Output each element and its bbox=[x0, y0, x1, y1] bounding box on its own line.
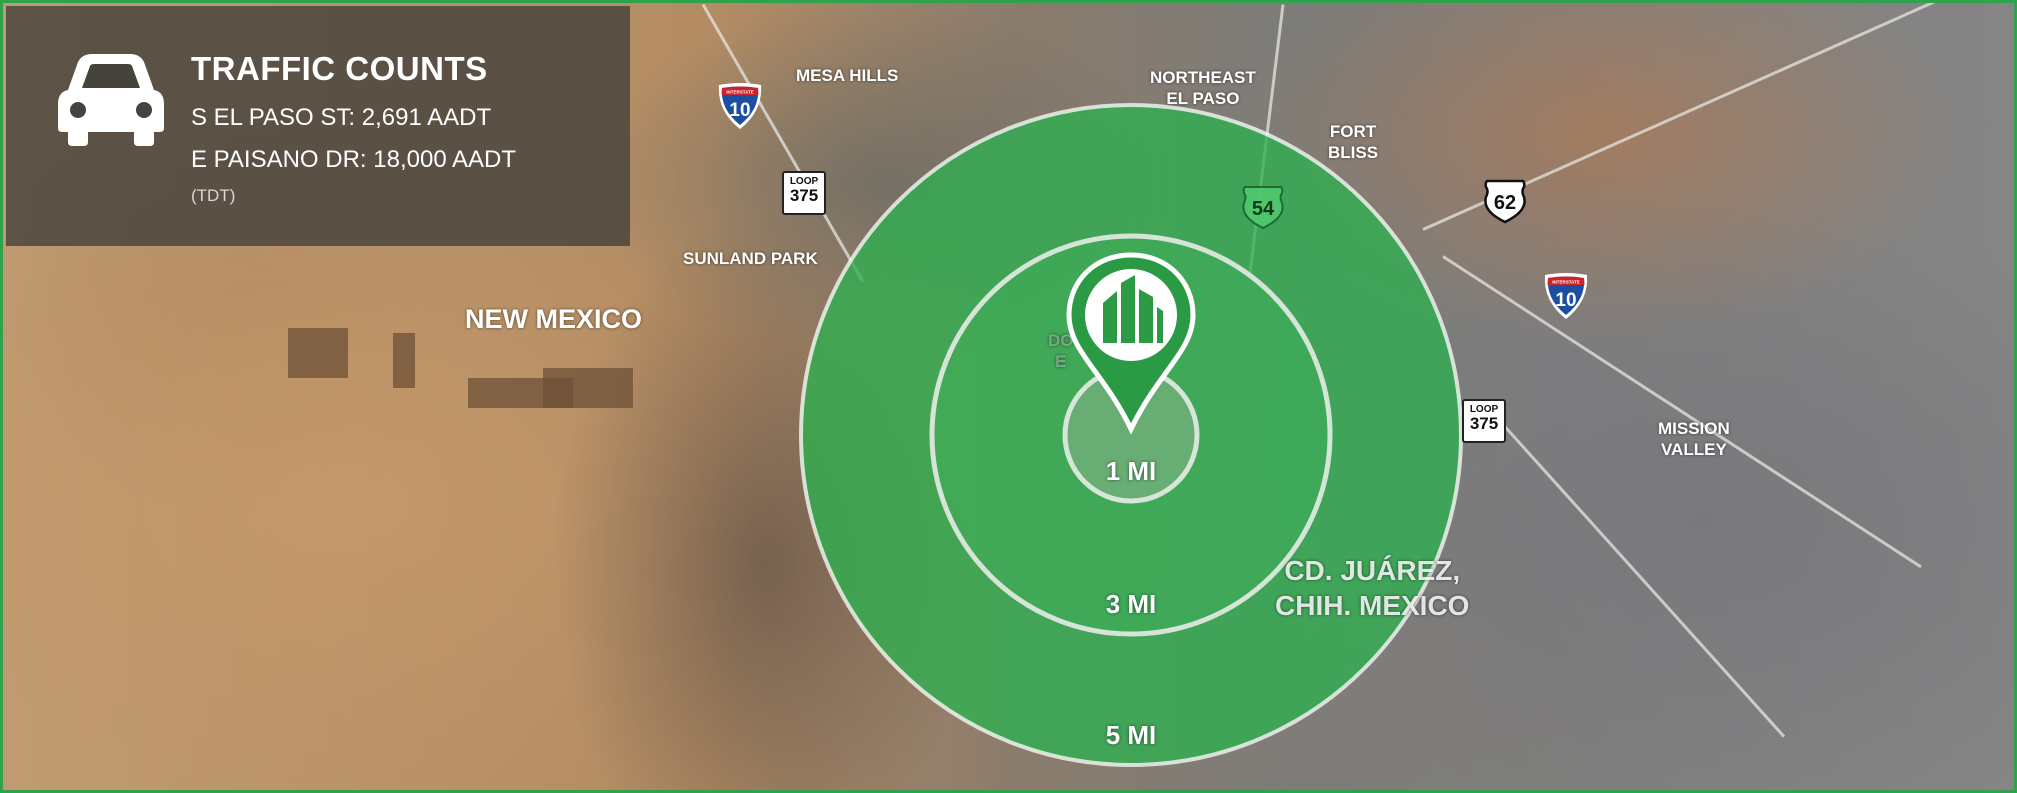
car-icon bbox=[58, 54, 164, 146]
traffic-counts-panel: TRAFFIC COUNTS S EL PASO ST: 2,691 AADT … bbox=[6, 6, 630, 246]
us-62-number: 62 bbox=[1494, 192, 1516, 214]
interstate-caption: INTERSTATE bbox=[726, 90, 754, 95]
loop-number: 375 bbox=[1469, 414, 1499, 433]
farm-field bbox=[288, 328, 348, 378]
ring-label-3mi: 3 MI bbox=[1105, 589, 1157, 619]
us-54-number: 54 bbox=[1252, 198, 1275, 220]
us-62-shield: 62 bbox=[1484, 179, 1526, 224]
place-label-mission-valley: MISSION VALLEY bbox=[1658, 419, 1730, 460]
building-icon bbox=[1103, 275, 1163, 343]
radius-rings bbox=[799, 103, 1463, 767]
traffic-source-note: (TDT) bbox=[191, 186, 236, 205]
traffic-count-el-paso-st: S EL PASO ST: 2,691 AADT bbox=[191, 104, 492, 131]
place-label-juarez: CD. JUÁREZ, CHIH. MEXICO bbox=[1275, 555, 1470, 621]
place-label-downtown-partial: DO E bbox=[1048, 331, 1074, 372]
place-label-new-mexico: NEW MEXICO bbox=[465, 304, 643, 334]
loop-375-shield-west: LOOP 375 bbox=[782, 171, 826, 215]
ring-label-5mi: 5 MI bbox=[1105, 720, 1157, 750]
ring-label-1mi: 1 MI bbox=[1105, 456, 1157, 486]
place-label-sunland-park: SUNLAND PARK bbox=[683, 249, 818, 268]
interstate-10-shield-west: INTERSTATE 10 bbox=[718, 83, 762, 129]
loop-caption: LOOP bbox=[1469, 404, 1499, 415]
farm-field bbox=[393, 333, 415, 388]
loop-number: 375 bbox=[789, 186, 819, 205]
place-label-mesa-hills: MESA HILLS bbox=[796, 66, 899, 85]
panel-title: TRAFFIC COUNTS bbox=[191, 50, 488, 87]
traffic-count-paisano-dr: E PAISANO DR: 18,000 AADT bbox=[191, 146, 517, 173]
interstate-number: 10 bbox=[1555, 290, 1576, 311]
place-label-fort-bliss: FORT BLISS bbox=[1328, 122, 1379, 163]
place-label-northeast-el-paso: NORTHEAST EL PASO bbox=[1150, 68, 1256, 109]
interstate-caption: INTERSTATE bbox=[1552, 280, 1580, 285]
property-location-pin[interactable] bbox=[1063, 251, 1199, 436]
ring-5mi bbox=[799, 103, 1463, 767]
us-54-shield: 54 bbox=[1242, 186, 1284, 230]
ring-3mi bbox=[929, 233, 1333, 637]
farm-field bbox=[543, 368, 633, 408]
interstate-number: 10 bbox=[729, 100, 750, 121]
loop-375-shield-east: LOOP 375 bbox=[1462, 399, 1506, 443]
loop-caption: LOOP bbox=[789, 176, 819, 187]
interstate-10-shield-east: INTERSTATE 10 bbox=[1544, 273, 1588, 319]
